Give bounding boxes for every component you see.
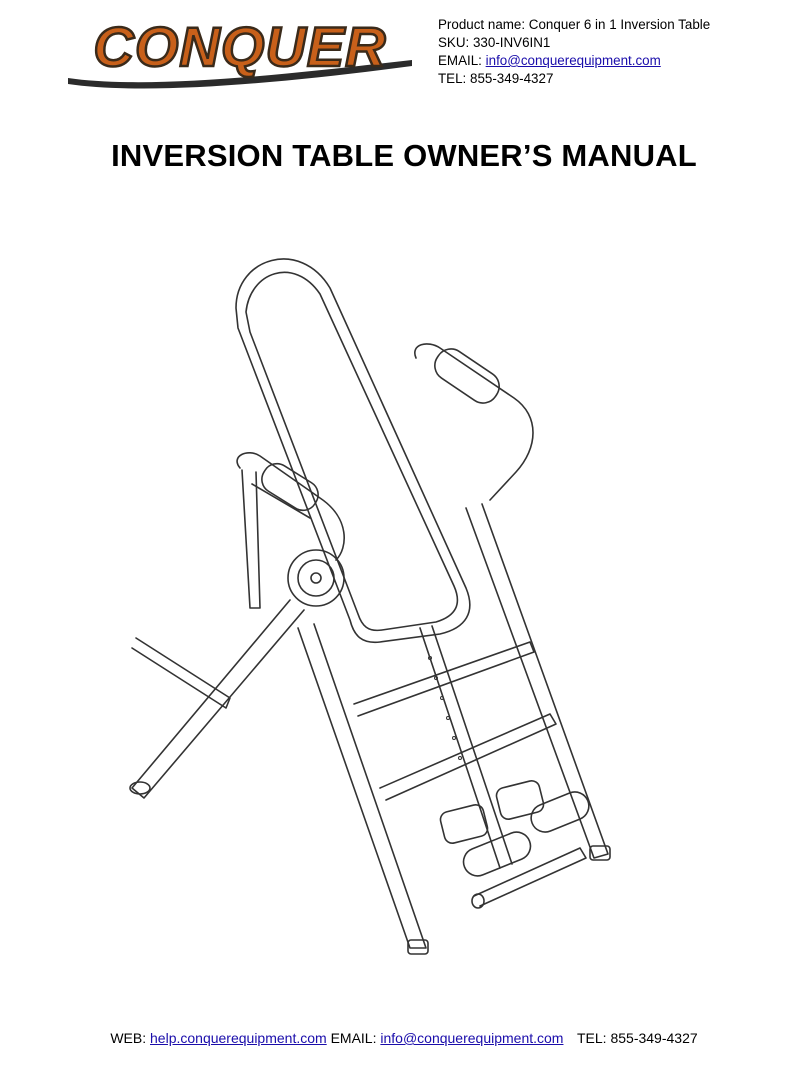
product-info: Product name: Conquer 6 in 1 Inversion T… xyxy=(438,16,798,88)
header-email-line: EMAIL: info@conquerequipment.com xyxy=(438,52,798,70)
header-tel: TEL: 855-349-4327 xyxy=(438,71,554,86)
footer-tel: TEL: 855-349-4327 xyxy=(577,1030,698,1046)
inversion-table-illustration xyxy=(129,258,611,955)
footer-web-label: WEB: xyxy=(110,1030,147,1046)
page-title: INVERSION TABLE OWNER’S MANUAL xyxy=(111,138,697,173)
footer-email-link[interactable]: info@conquerequipment.com xyxy=(380,1030,564,1046)
footer-email-label: EMAIL: xyxy=(330,1030,377,1046)
header-email-label: EMAIL: xyxy=(438,53,482,68)
header-email-link[interactable]: info@conquerequipment.com xyxy=(485,53,661,68)
product-name: Product name: Conquer 6 in 1 Inversion T… xyxy=(438,17,711,32)
product-sku: SKU: 330-INV6IN1 xyxy=(438,35,551,50)
footer: WEB: help.conquerequipment.com EMAIL: in… xyxy=(0,1030,808,1046)
footer-web-link[interactable]: help.conquerequipment.com xyxy=(150,1030,327,1046)
conquer-logo: CONQUER xyxy=(68,14,412,89)
logo-text: CONQUER xyxy=(93,15,386,78)
